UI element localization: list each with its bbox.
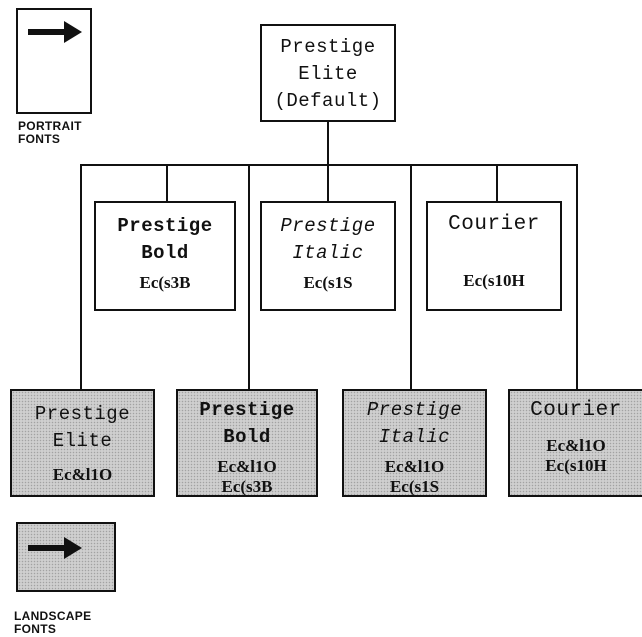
- landscape-node-prestige-elite: Prestige Elite Ec&l1O: [10, 389, 155, 497]
- connector-horizontal-bus: [80, 164, 578, 166]
- root-node-line3: (Default): [274, 90, 382, 112]
- landscape-legend-caption: LANDSCAPE FONTS: [14, 609, 92, 636]
- portrait-legend-page: [16, 8, 92, 114]
- connector-to-landscape-italic: [410, 164, 412, 390]
- escape-code: Ec(s3B: [139, 273, 191, 292]
- escape-code-1: Ec&l1O: [384, 457, 445, 476]
- landscape-node-courier: Courier Ec&l1O Ec(s10H: [508, 389, 642, 497]
- connector-to-portrait-bold: [166, 164, 168, 202]
- portrait-legend-caption: PORTRAIT FONTS: [18, 119, 82, 146]
- node-line1: Prestige: [366, 399, 463, 421]
- escape-code-1: Ec&l1O: [217, 457, 277, 476]
- connector-to-portrait-italic: [327, 164, 329, 202]
- right-arrow-icon: [28, 537, 82, 559]
- landscape-node-prestige-italic: Prestige Italic Ec&l1O Ec(s1S: [342, 389, 487, 497]
- node-line1: Prestige: [34, 403, 131, 425]
- portrait-node-courier: Courier Ec(s10H: [426, 201, 562, 311]
- connector-root-down: [327, 122, 329, 165]
- node-line1: Prestige: [199, 399, 295, 421]
- connector-to-portrait-courier: [496, 164, 498, 202]
- escape-code: Ec(s1S: [303, 273, 353, 292]
- escape-code-2: Ec(s10H: [545, 456, 607, 475]
- portrait-node-prestige-bold: Prestige Bold Ec(s3B: [94, 201, 236, 311]
- escape-code-1: Ec&l1O: [546, 436, 606, 455]
- root-node-line1: Prestige: [280, 36, 376, 58]
- root-node-prestige-elite: Prestige Elite (Default): [260, 24, 396, 122]
- landscape-node-prestige-bold: Prestige Bold Ec&l1O Ec(s3B: [176, 389, 318, 497]
- node-line1: Courier: [530, 399, 622, 422]
- root-node-line2: Elite: [298, 63, 358, 85]
- escape-code-1: Ec&l1O: [52, 465, 113, 484]
- node-line2: Italic: [378, 426, 451, 448]
- escape-code: Ec(s10H: [463, 271, 525, 290]
- right-arrow-icon: [28, 21, 82, 43]
- connector-to-landscape-courier: [576, 164, 578, 390]
- escape-code-2: Ec(s1S: [389, 477, 440, 496]
- node-line2: Italic: [292, 242, 364, 264]
- node-line1: Prestige: [117, 215, 213, 237]
- node-line2: Elite: [52, 430, 113, 452]
- landscape-legend-page: [16, 522, 116, 592]
- node-line1: Courier: [448, 213, 540, 236]
- connector-to-landscape-elite: [80, 164, 82, 390]
- connector-to-landscape-bold: [248, 164, 250, 390]
- node-line1: Prestige: [280, 215, 376, 237]
- portrait-node-prestige-italic: Prestige Italic Ec(s1S: [260, 201, 396, 311]
- escape-code-2: Ec(s3B: [221, 477, 273, 496]
- node-line2: Bold: [141, 242, 189, 264]
- node-line2: Bold: [223, 426, 271, 448]
